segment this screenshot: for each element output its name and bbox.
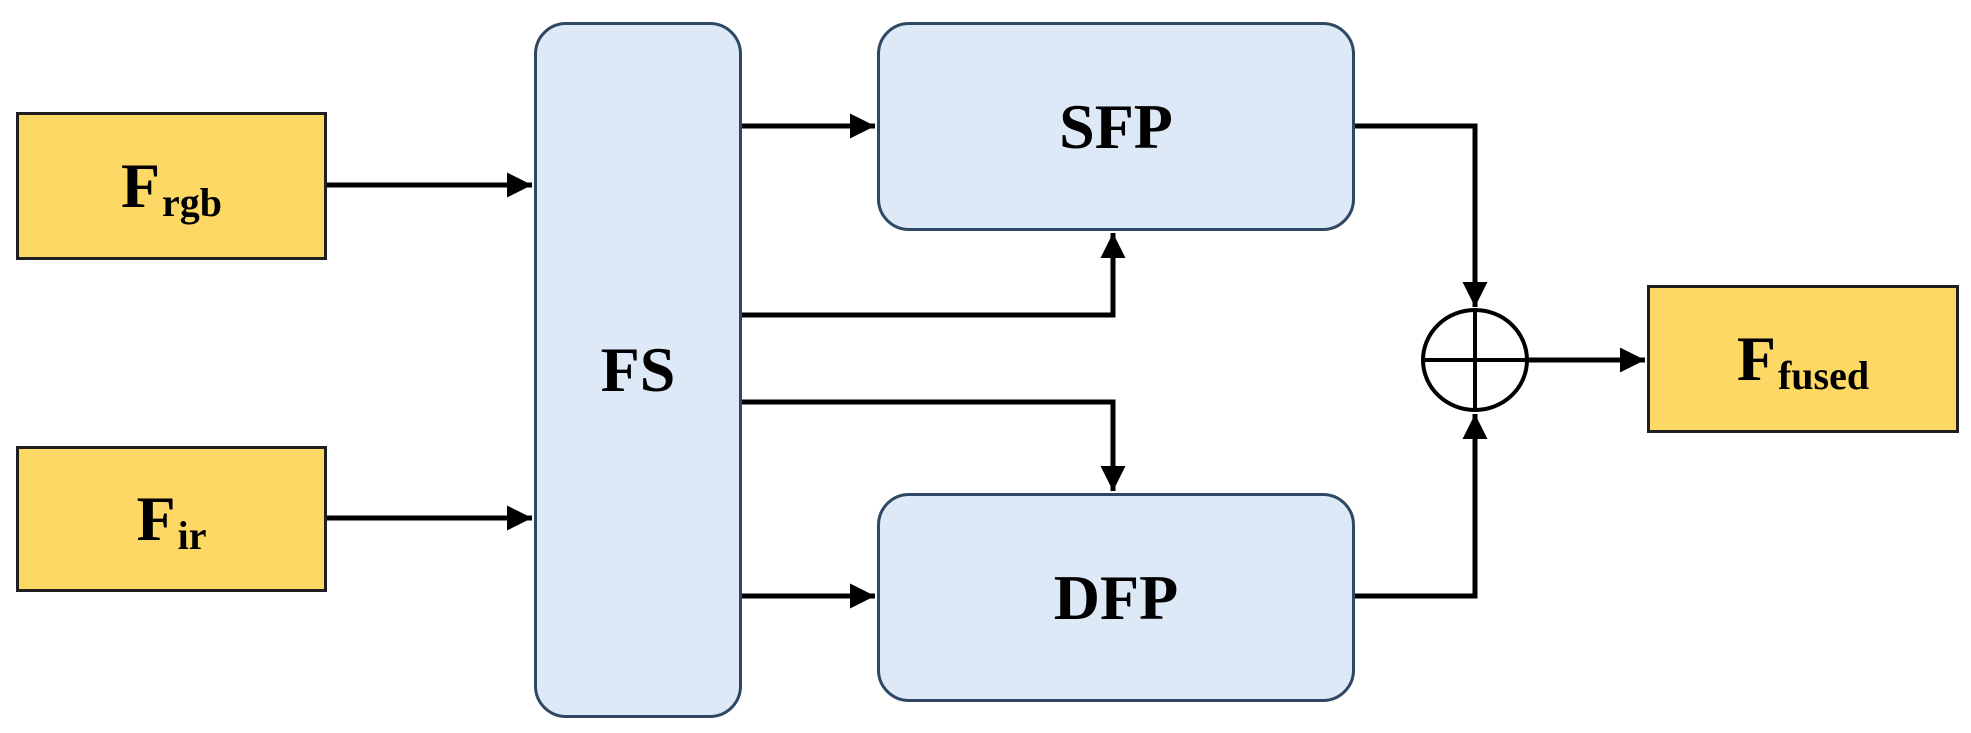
module-fs-label: FS: [600, 334, 676, 405]
input-f-ir-main: F: [136, 483, 176, 554]
arrow-fs-to-dfp-top: [742, 399, 1126, 491]
arrow-sfp-to-sum: [1355, 123, 1488, 307]
input-f-rgb-sub: rgb: [162, 179, 223, 225]
arrow-dfp-to-sum: [1355, 414, 1488, 599]
input-f-ir-sub: ir: [177, 512, 207, 558]
output-f-fused-sub: fused: [1777, 352, 1870, 398]
module-dfp: DFP: [877, 493, 1355, 702]
module-sfp: SFP: [877, 22, 1355, 231]
module-sfp-label: SFP: [1059, 90, 1173, 162]
sum-node-icon: [1421, 308, 1529, 412]
module-fs: FS: [534, 22, 742, 718]
output-f-fused-main: F: [1736, 323, 1776, 394]
module-dfp-label: DFP: [1053, 561, 1179, 633]
arrow-fs-to-sfp-bottom: [742, 233, 1126, 318]
input-f-rgb-main: F: [120, 150, 161, 221]
